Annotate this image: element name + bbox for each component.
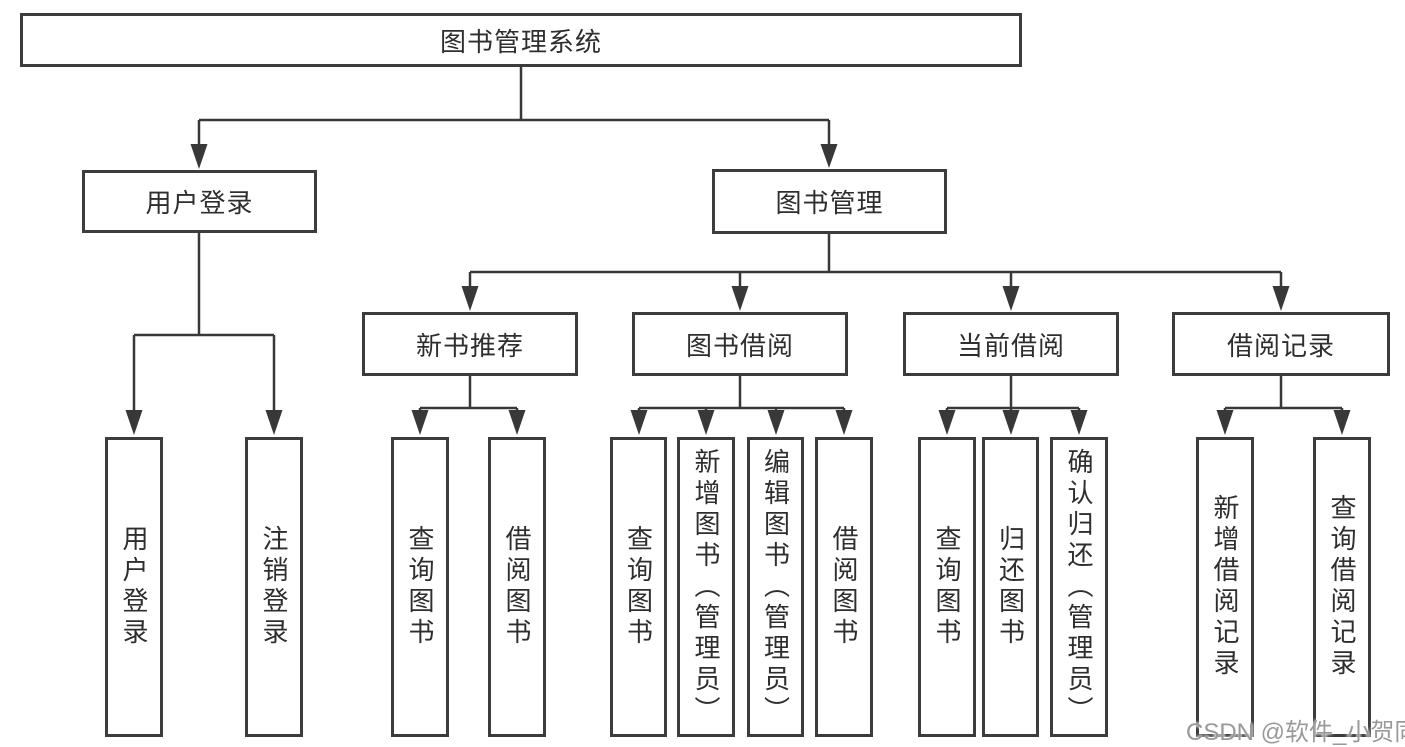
node-label: 借阅图书 bbox=[829, 525, 859, 649]
arrowheads bbox=[125, 144, 1351, 435]
node-label: 新书推荐 bbox=[415, 330, 524, 361]
node-leaf-add-borrow-record: 新增借阅记录 bbox=[1196, 437, 1254, 737]
node-label: 查询图书 bbox=[405, 525, 435, 649]
node-label: 新增借阅记录 bbox=[1210, 494, 1240, 680]
arrowhead bbox=[125, 410, 143, 435]
edge-bookborrow-to-leaves bbox=[637, 376, 846, 412]
arrowhead bbox=[697, 410, 715, 435]
arrowhead bbox=[1333, 410, 1351, 435]
node-label: 用户登录 bbox=[145, 188, 254, 218]
arrowhead bbox=[835, 410, 853, 435]
arrowhead bbox=[265, 410, 283, 435]
node-leaf-query-book-current: 查询图书 bbox=[918, 437, 976, 737]
node-label: 注销登录 bbox=[259, 525, 289, 649]
node-label: 图书管理 bbox=[775, 188, 884, 218]
csdn-watermark: CSDN @软件_小贺同学 bbox=[1186, 719, 1405, 746]
node-label: 确认归还（管理员） bbox=[1064, 447, 1094, 727]
node-borrowing-records: 借阅记录 bbox=[1172, 312, 1390, 376]
arrowhead bbox=[630, 410, 648, 435]
node-label: 图书借阅 bbox=[685, 330, 794, 361]
arrowhead bbox=[1216, 410, 1234, 435]
node-leaf-query-book-borrowing: 查询图书 bbox=[610, 437, 667, 737]
arrowhead bbox=[1002, 286, 1020, 311]
node-leaf-user-login: 用户登录 bbox=[105, 437, 163, 737]
node-leaf-query-book-recommend: 查询图书 bbox=[391, 437, 449, 737]
edge-userlogin-to-leaves bbox=[132, 233, 276, 412]
arrowhead bbox=[820, 144, 838, 168]
node-book-borrowing: 图书借阅 bbox=[632, 312, 848, 376]
arrowhead bbox=[1002, 410, 1020, 435]
arrowhead bbox=[767, 410, 785, 435]
arrowhead bbox=[411, 410, 429, 435]
node-leaf-edit-book-admin: 编辑图书（管理员） bbox=[747, 437, 804, 737]
node-leaf-confirm-return-admin: 确认归还（管理员） bbox=[1050, 437, 1108, 737]
node-label: 用户登录 bbox=[119, 525, 149, 649]
node-leaf-logout: 注销登录 bbox=[245, 437, 303, 737]
arrowhead bbox=[1070, 410, 1088, 435]
node-leaf-add-book-admin: 新增图书（管理员） bbox=[677, 437, 735, 737]
arrowhead bbox=[1272, 286, 1290, 311]
arrowhead bbox=[731, 286, 749, 311]
node-label: 归还图书 bbox=[995, 525, 1026, 649]
node-label: 查询图书 bbox=[623, 525, 654, 649]
node-label: 借阅记录 bbox=[1226, 330, 1335, 361]
node-leaf-borrow-book-recommend: 借阅图书 bbox=[488, 437, 546, 737]
node-leaf-return-book: 归还图书 bbox=[982, 437, 1039, 737]
edge-bookmgmt-to-level3 bbox=[468, 234, 1283, 287]
node-library-management-system: 图书管理系统 bbox=[20, 13, 1022, 67]
node-label: 查询图书 bbox=[932, 525, 962, 649]
node-current-borrowing: 当前借阅 bbox=[903, 312, 1119, 376]
edge-root-to-level2 bbox=[197, 67, 831, 145]
edge-borrowrecord-to-leaves bbox=[1223, 376, 1344, 412]
arrowhead bbox=[190, 144, 208, 169]
edge-currentborrow-to-leaves bbox=[945, 376, 1081, 412]
node-leaf-borrow-book: 借阅图书 bbox=[815, 437, 873, 737]
arrowhead bbox=[938, 410, 956, 435]
node-label: 编辑图书（管理员） bbox=[760, 447, 791, 727]
node-user-login: 用户登录 bbox=[82, 170, 317, 233]
arrowhead bbox=[508, 410, 526, 435]
node-leaf-query-borrow-record: 查询借阅记录 bbox=[1313, 437, 1371, 737]
node-label: 借阅图书 bbox=[502, 525, 532, 649]
node-new-book-recommend: 新书推荐 bbox=[362, 312, 578, 376]
node-book-management: 图书管理 bbox=[712, 169, 947, 234]
edge-newbookrec-to-leaves bbox=[418, 376, 519, 412]
node-label: 图书管理系统 bbox=[439, 26, 602, 57]
arrowhead bbox=[461, 286, 479, 311]
node-label: 查询借阅记录 bbox=[1327, 494, 1357, 680]
node-label: 当前借阅 bbox=[956, 330, 1065, 361]
node-label: 新增图书（管理员） bbox=[691, 447, 721, 727]
